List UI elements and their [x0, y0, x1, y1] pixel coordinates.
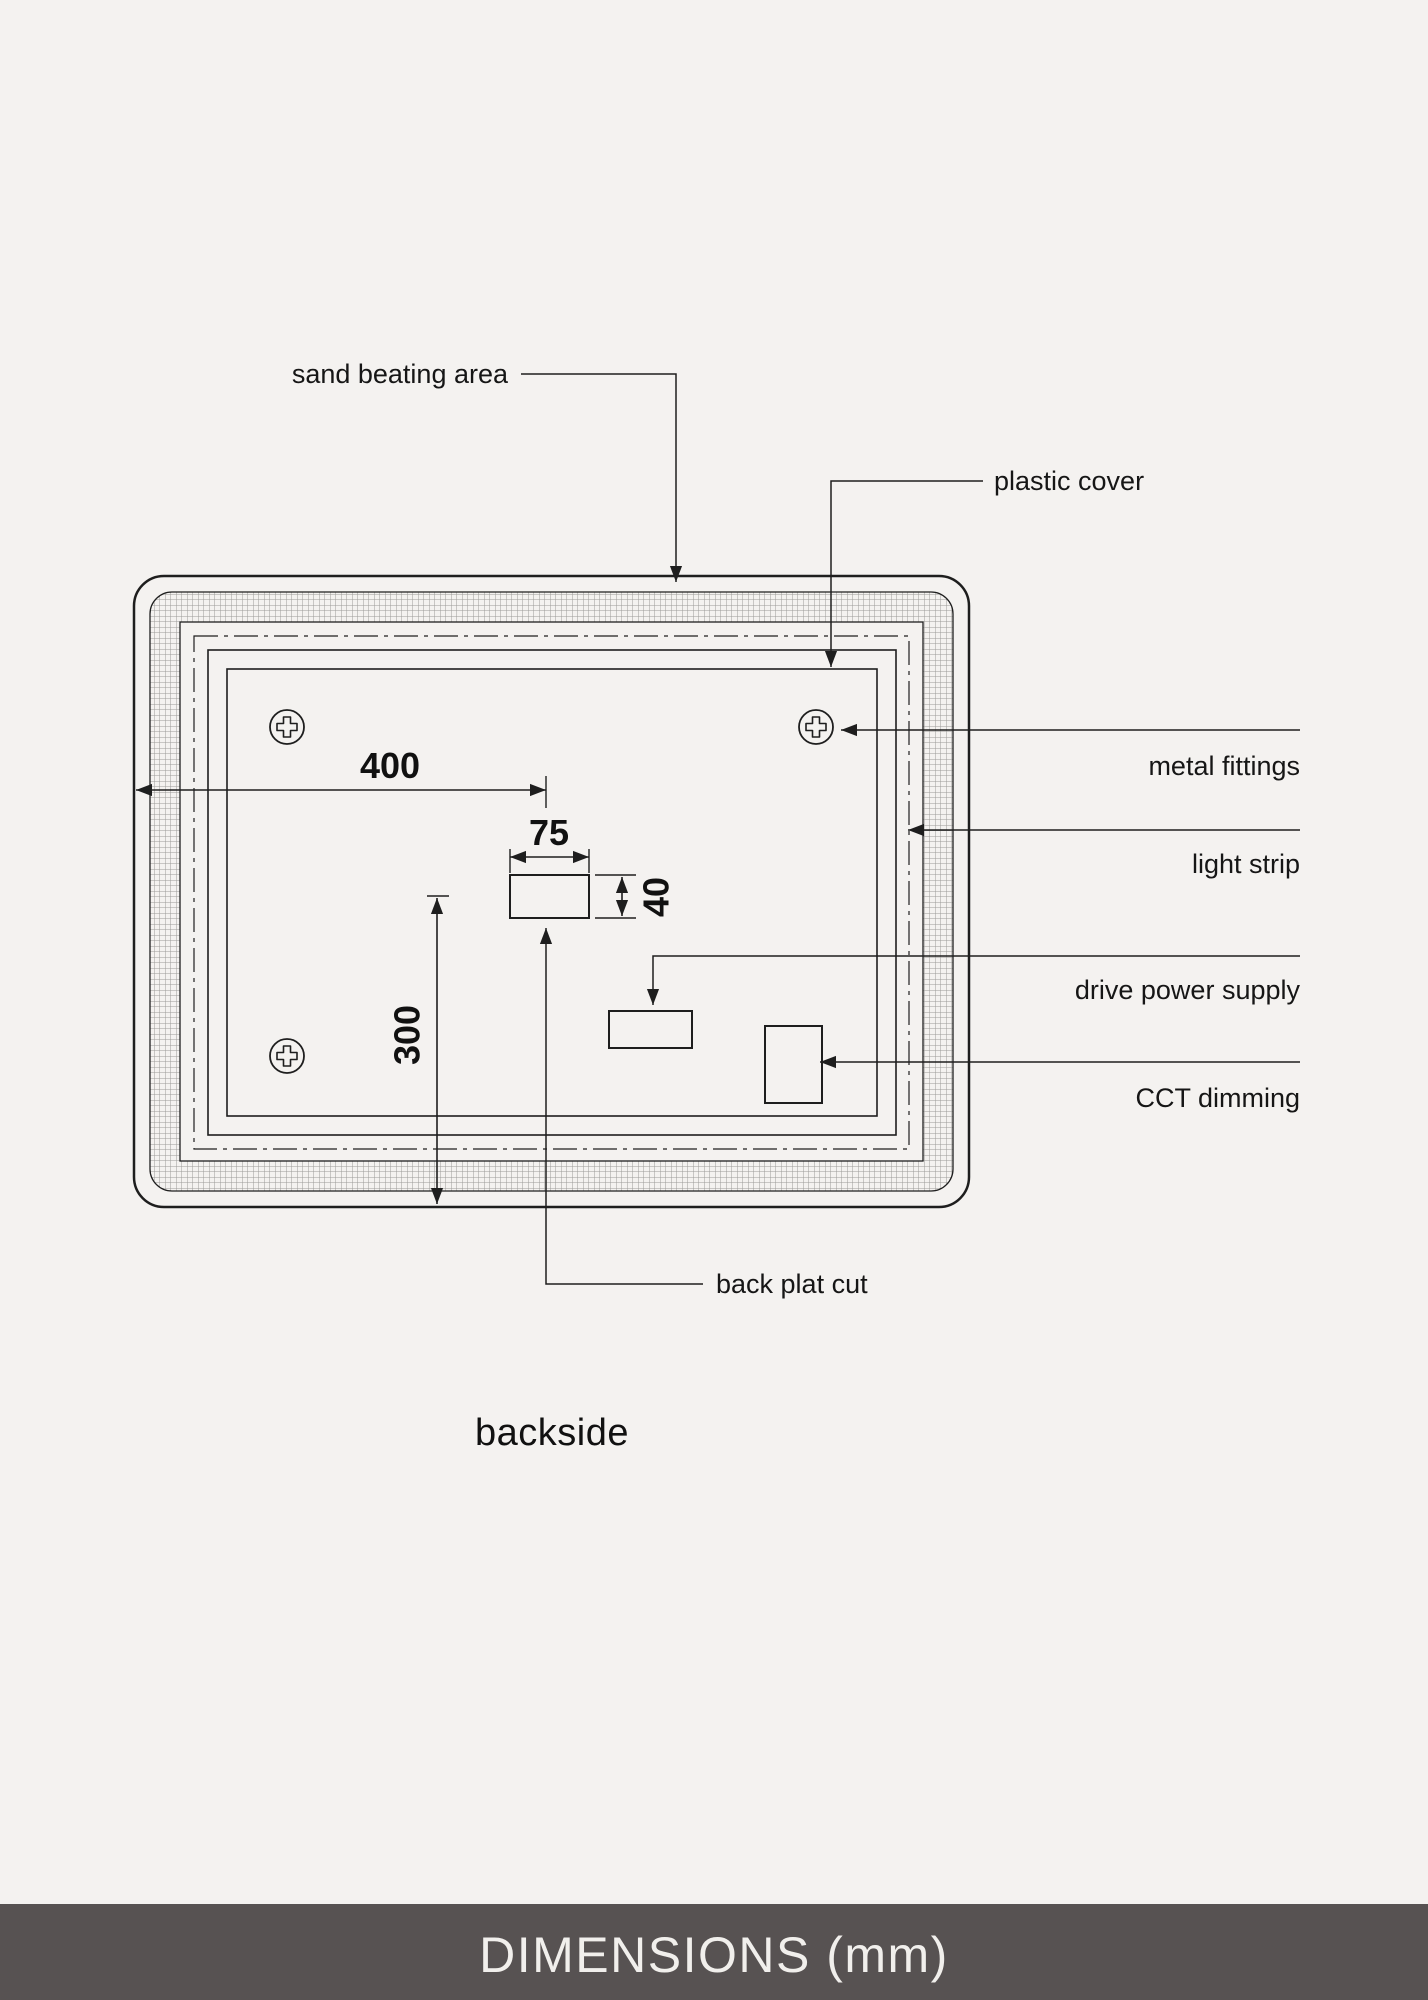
dim-400-label: 400: [360, 745, 420, 786]
back-plat-cut-label: back plat cut: [716, 1269, 868, 1299]
drive-power-supply-rect: [608, 1010, 693, 1049]
dim-75-label: 75: [529, 812, 569, 853]
view-label-backside: backside: [475, 1412, 629, 1454]
screw-icon: [269, 1038, 305, 1074]
cct-dimming-label: CCT dimming: [1135, 1083, 1300, 1113]
dim-40-label: 40: [636, 877, 677, 917]
dim-300-label: 300: [387, 1005, 428, 1065]
drive-power-supply-leader: [646, 955, 1300, 1005]
footer-title: DIMENSIONS (mm): [479, 1927, 949, 1983]
back-plate-cut-rect: [509, 874, 590, 919]
back-cover-rect: [207, 649, 897, 1136]
back-plate-rect: [226, 668, 878, 1117]
screw-icon: [269, 709, 305, 745]
back-plat-cut-leader: [539, 928, 703, 1285]
sand-blast-ring-inner-edge: [179, 621, 924, 1162]
plastic-cover-leader: [824, 480, 983, 667]
sand-beating-area-leader: [521, 373, 683, 582]
metal-fittings-label: metal fittings: [1148, 751, 1300, 781]
light-strip-label: light strip: [1192, 849, 1300, 879]
centerline-rect: [193, 635, 910, 1150]
plastic-cover-label: plastic cover: [994, 466, 1144, 496]
footer-bar: [0, 1904, 1428, 2000]
sand-beating-area-label: sand beating area: [292, 359, 509, 389]
drive-power-supply-label: drive power supply: [1075, 975, 1301, 1005]
screw-icon: [798, 709, 834, 745]
mirror-outline: [132, 574, 971, 1209]
